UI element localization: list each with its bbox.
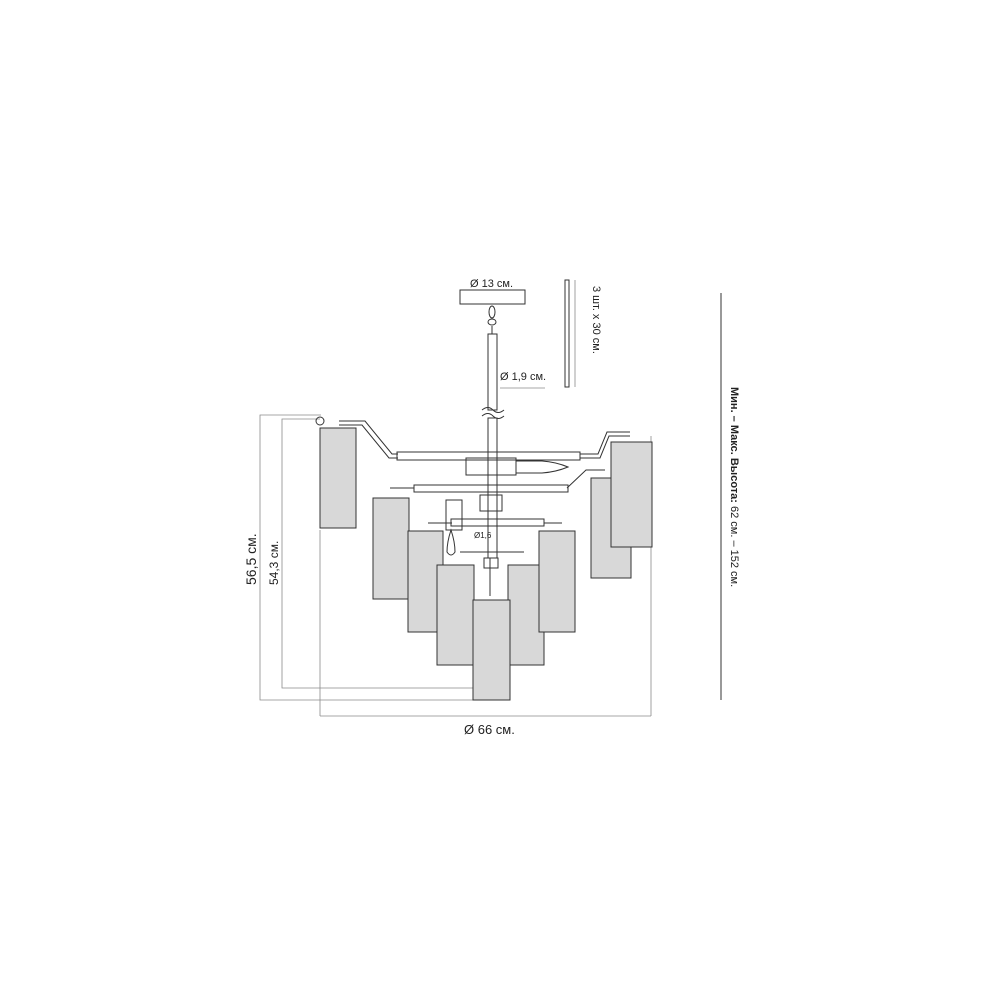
- shade: [372, 497, 410, 600]
- shade: [319, 427, 357, 529]
- height-range-bold: Мин. – Макс. Высота:: [728, 387, 740, 503]
- shade: [610, 441, 653, 548]
- inner-height-label: 54,3 см.: [267, 541, 281, 585]
- candle-bulb-icon: [446, 460, 570, 556]
- shade: [538, 530, 576, 633]
- shade: [472, 599, 511, 701]
- width-label: Ø 66 см.: [464, 722, 515, 737]
- ring-icon: [315, 416, 325, 426]
- canopy-diameter-label: Ø 13 см.: [470, 278, 513, 290]
- height-range-value: 62 см. – 152 см.: [728, 503, 740, 587]
- suspension-rod: [481, 333, 505, 559]
- small-diameter-label: Ø1,6: [474, 531, 492, 540]
- suspension-chain: [487, 305, 497, 334]
- spare-rods: [564, 279, 576, 388]
- ceiling-canopy: [459, 289, 526, 305]
- chandelier-arms: [339, 420, 630, 596]
- height-range-label: Мин. – Макс. Высота: 62 см. – 152 см.: [728, 387, 740, 587]
- shade: [436, 564, 475, 666]
- chandelier-tiers: [396, 451, 581, 527]
- glass-shades: [319, 427, 653, 701]
- outer-height-label: 56,5 см.: [243, 533, 259, 585]
- rod-diameter-label: Ø 1,9 см.: [500, 371, 546, 383]
- rods-spec-label: 3 шт. х 30 см.: [590, 286, 602, 354]
- shade: [507, 564, 545, 666]
